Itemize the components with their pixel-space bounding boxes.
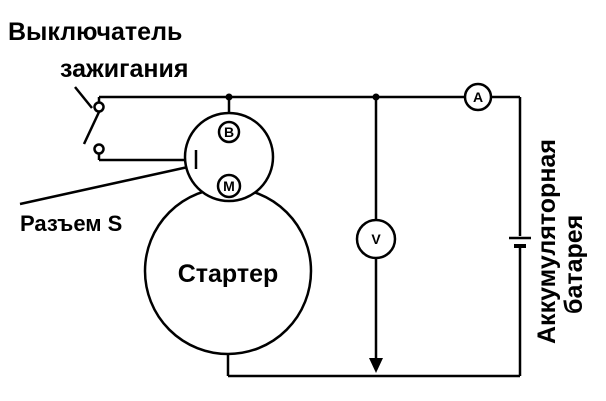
ammeter-circle <box>463 82 493 112</box>
terminal-m-circle <box>216 173 242 199</box>
connector-s-label: Разъем S <box>20 211 122 236</box>
solenoid-circle <box>183 111 275 203</box>
ignition-switch-label-line2: зажигания <box>60 55 188 83</box>
switch-top-contact <box>93 101 105 113</box>
voltmeter-label: V <box>371 231 381 247</box>
connector-s-leader-line <box>19 165 189 206</box>
starter-label: Стартер <box>178 260 279 288</box>
switch-lever <box>82 111 101 145</box>
battery-label-line2: батарея <box>560 215 588 314</box>
terminal-b-circle <box>217 120 241 144</box>
ignition-switch-symbol <box>82 101 105 155</box>
terminal-b-label: B <box>224 124 234 140</box>
voltmeter-arrow-head <box>369 358 383 373</box>
battery-label-line1: Аккумуляторная <box>533 139 561 344</box>
ignition-switch-leader-line <box>74 86 93 109</box>
ammeter-label: A <box>473 89 483 105</box>
terminal-m-label: M <box>223 178 235 194</box>
junction-dot-b <box>225 93 233 101</box>
switch-bottom-contact <box>93 143 105 155</box>
ignition-switch-label-line1: Выключатель <box>8 18 182 46</box>
